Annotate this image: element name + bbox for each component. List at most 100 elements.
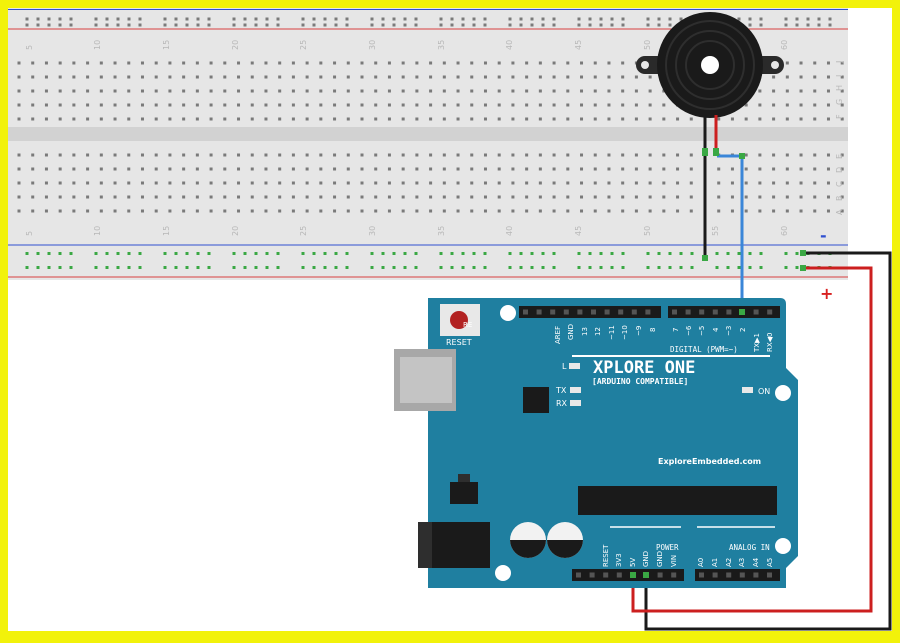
breadboard-hole[interactable] [607, 153, 611, 157]
breadboard-hole[interactable] [593, 89, 597, 93]
breadboard-hole[interactable] [456, 117, 460, 121]
rail-hole[interactable] [345, 266, 349, 269]
header-pin[interactable] [753, 309, 759, 315]
breadboard-hole[interactable] [799, 75, 803, 79]
breadboard-hole[interactable] [813, 153, 817, 157]
reset-button[interactable] [450, 311, 468, 329]
breadboard-hole[interactable] [580, 195, 584, 199]
breadboard-hole[interactable] [840, 167, 844, 171]
rail-hole[interactable] [599, 266, 603, 269]
rail-hole[interactable] [116, 266, 120, 269]
breadboard-hole[interactable] [86, 61, 90, 65]
rail-hole[interactable] [323, 266, 327, 269]
breadboard-hole[interactable] [456, 181, 460, 185]
breadboard-hole[interactable] [182, 89, 186, 93]
header-pin[interactable] [589, 572, 595, 578]
breadboard-hole[interactable] [333, 117, 337, 121]
breadboard-hole[interactable] [634, 103, 638, 107]
breadboard-hole[interactable] [415, 61, 419, 65]
breadboard-hole[interactable] [195, 103, 199, 107]
breadboard-hole[interactable] [470, 181, 474, 185]
rail-hole[interactable] [541, 266, 545, 269]
rail-hole[interactable] [207, 23, 211, 27]
breadboard-hole[interactable] [401, 103, 405, 107]
breadboard-hole[interactable] [730, 209, 734, 213]
breadboard-hole[interactable] [209, 61, 213, 65]
rail-hole[interactable] [185, 23, 189, 27]
breadboard-hole[interactable] [758, 89, 762, 93]
breadboard-hole[interactable] [442, 167, 446, 171]
breadboard-hole[interactable] [360, 61, 364, 65]
rail-hole[interactable] [58, 252, 62, 255]
rail-hole[interactable] [392, 252, 396, 255]
rail-hole[interactable] [519, 266, 523, 269]
breadboard-hole[interactable] [113, 209, 117, 213]
breadboard-hole[interactable] [813, 209, 817, 213]
breadboard-hole[interactable] [387, 75, 391, 79]
breadboard-hole[interactable] [113, 117, 117, 121]
breadboard-hole[interactable] [305, 153, 309, 157]
rail-hole[interactable] [817, 17, 821, 21]
breadboard-hole[interactable] [525, 195, 529, 199]
rail-hole[interactable] [392, 17, 396, 21]
breadboard-hole[interactable] [442, 153, 446, 157]
breadboard-hole[interactable] [511, 167, 515, 171]
rail-hole[interactable] [323, 23, 327, 27]
rail-hole[interactable] [461, 17, 465, 21]
breadboard-hole[interactable] [621, 61, 625, 65]
breadboard-hole[interactable] [552, 103, 556, 107]
breadboard-hole[interactable] [717, 117, 721, 121]
breadboard-hole[interactable] [31, 195, 35, 199]
breadboard-hole[interactable] [799, 209, 803, 213]
rail-hole[interactable] [668, 23, 672, 27]
breadboard-hole[interactable] [154, 209, 158, 213]
rail-hole[interactable] [47, 17, 51, 21]
breadboard-hole[interactable] [593, 103, 597, 107]
rail-hole[interactable] [301, 17, 305, 21]
rail-hole[interactable] [784, 252, 788, 255]
rail-hole[interactable] [414, 266, 418, 269]
breadboard-hole[interactable] [250, 181, 254, 185]
breadboard-hole[interactable] [415, 209, 419, 213]
breadboard-hole[interactable] [182, 61, 186, 65]
breadboard-hole[interactable] [662, 167, 666, 171]
rail-hole[interactable] [323, 252, 327, 255]
rail-hole[interactable] [668, 266, 672, 269]
breadboard-hole[interactable] [429, 209, 433, 213]
breadboard-hole[interactable] [182, 209, 186, 213]
breadboard-hole[interactable] [689, 117, 693, 121]
breadboard-hole[interactable] [305, 61, 309, 65]
breadboard-hole[interactable] [264, 195, 268, 199]
breadboard-hole[interactable] [799, 181, 803, 185]
breadboard-hole[interactable] [552, 75, 556, 79]
breadboard-hole[interactable] [154, 117, 158, 121]
rail-hole[interactable] [94, 23, 98, 27]
breadboard-hole[interactable] [250, 75, 254, 79]
breadboard-hole[interactable] [360, 195, 364, 199]
breadboard-hole[interactable] [607, 167, 611, 171]
header-pin[interactable] [672, 309, 677, 315]
breadboard-hole[interactable] [264, 181, 268, 185]
breadboard-hole[interactable] [442, 75, 446, 79]
breadboard-hole[interactable] [333, 195, 337, 199]
breadboard-hole[interactable] [538, 61, 542, 65]
breadboard-hole[interactable] [621, 181, 625, 185]
breadboard-hole[interactable] [772, 117, 776, 121]
breadboard-hole[interactable] [525, 75, 529, 79]
breadboard-hole[interactable] [785, 167, 789, 171]
breadboard-hole[interactable] [442, 117, 446, 121]
rail-hole[interactable] [483, 252, 487, 255]
breadboard-hole[interactable] [223, 195, 227, 199]
breadboard-hole[interactable] [58, 103, 62, 107]
breadboard-hole[interactable] [195, 89, 199, 93]
rail-hole[interactable] [58, 266, 62, 269]
breadboard-hole[interactable] [552, 117, 556, 121]
breadboard-hole[interactable] [346, 117, 350, 121]
breadboard-hole[interactable] [415, 75, 419, 79]
rail-hole[interactable] [621, 266, 625, 269]
breadboard-hole[interactable] [17, 61, 21, 65]
breadboard-hole[interactable] [305, 117, 309, 121]
rail-hole[interactable] [414, 23, 418, 27]
rail-hole[interactable] [25, 266, 29, 269]
rail-hole[interactable] [748, 266, 752, 269]
